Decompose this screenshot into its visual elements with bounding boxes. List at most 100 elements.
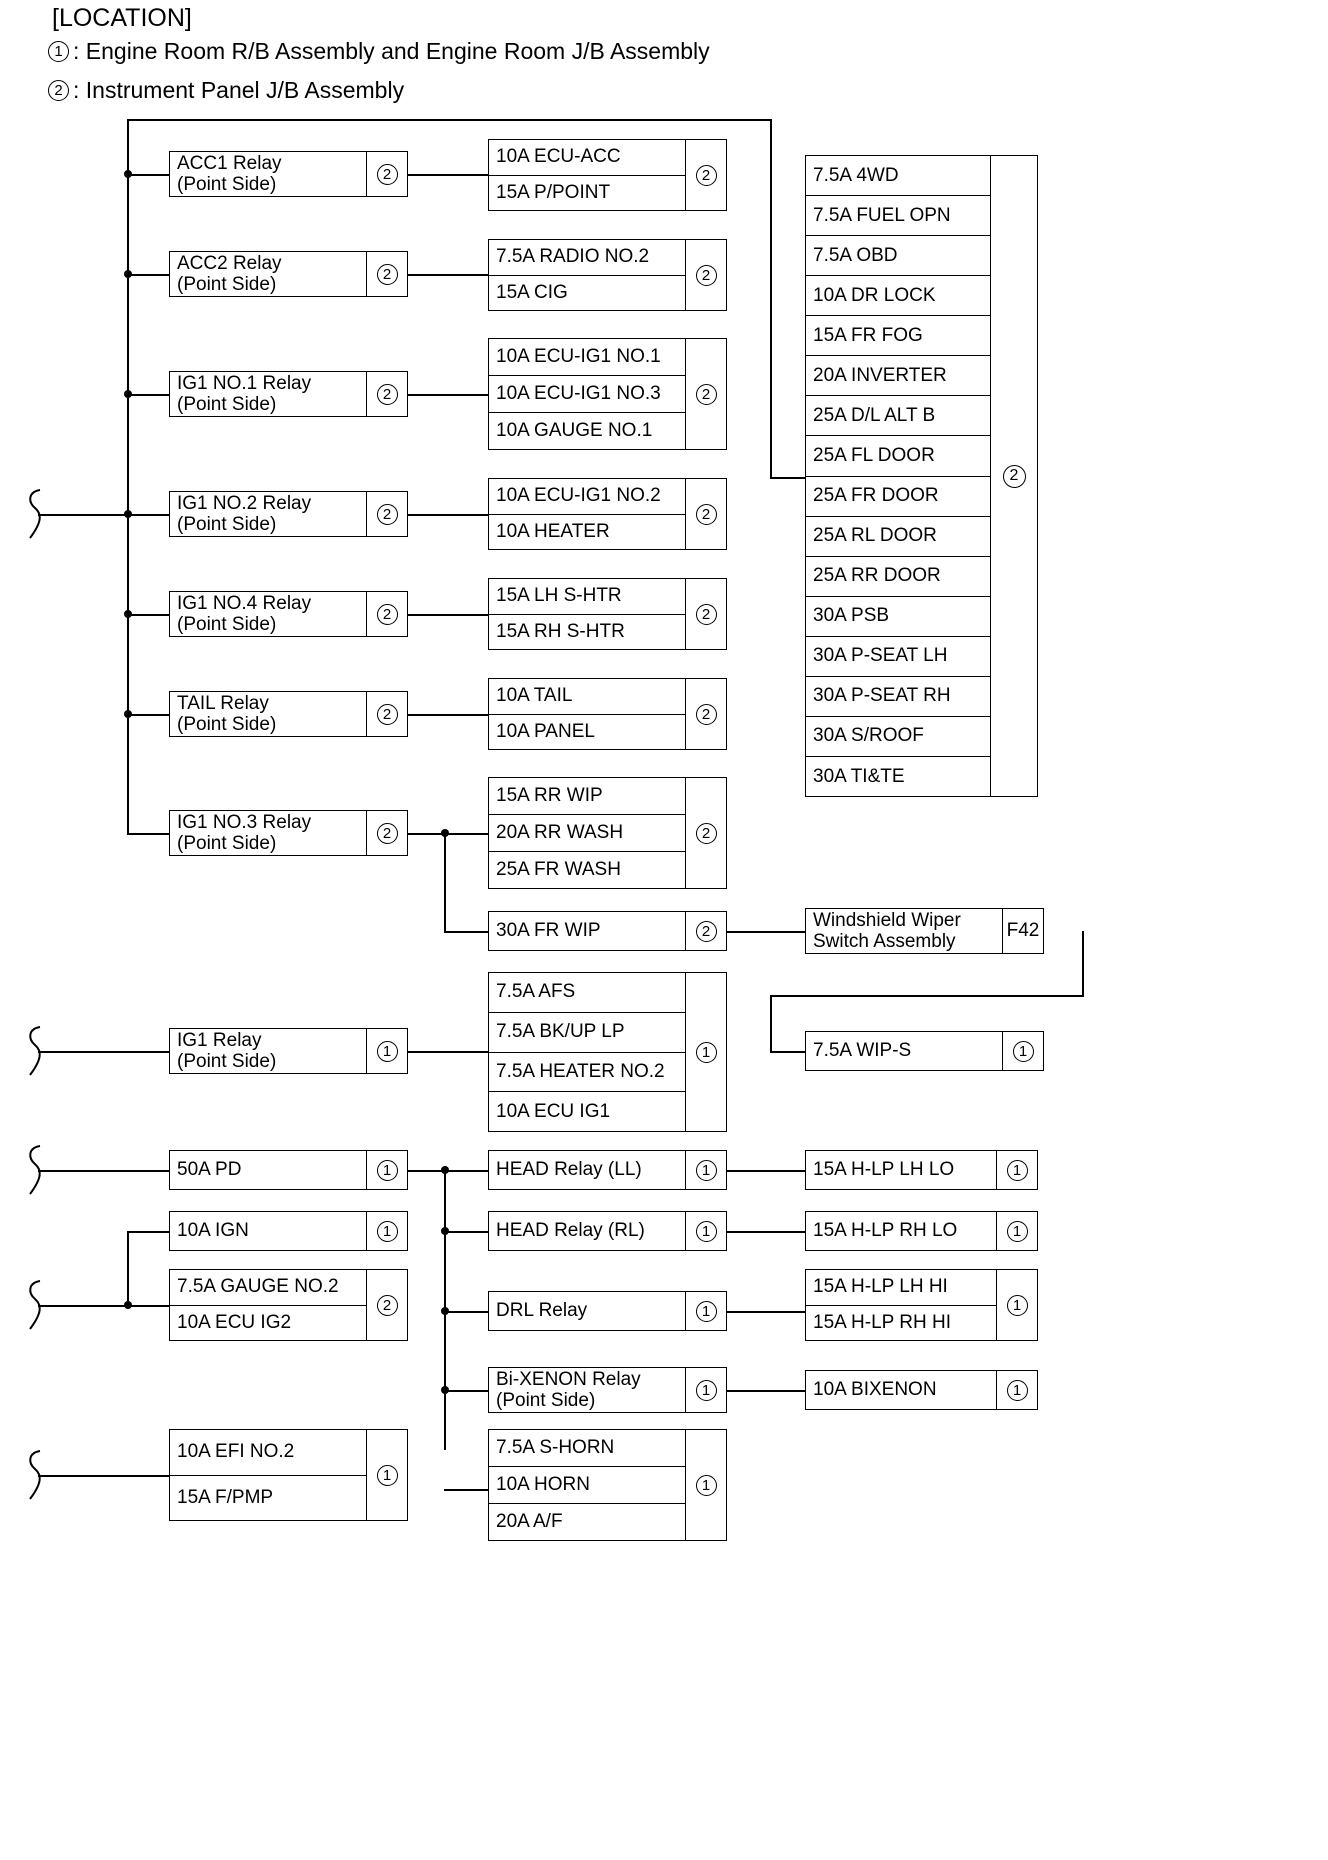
- relay-name: TAIL Relay: [177, 692, 269, 714]
- relay-box-ig1-no3[interactable]: IG1 NO.3 Relay (Point Side) 2: [169, 810, 408, 856]
- fuse-group-fr-wip[interactable]: 30A FR WIP 2: [488, 911, 727, 951]
- fuse-item: 15A CIG: [496, 281, 568, 303]
- relay-name: IG1 NO.1 Relay: [177, 372, 312, 394]
- legend-item-1: 1 : Engine Room R/B Assembly and Engine …: [48, 38, 710, 65]
- relay-name: ACC2 Relay: [177, 252, 282, 274]
- location-tag-icon: 2: [1002, 464, 1026, 488]
- fuse-box-wip-s[interactable]: 7.5A WIP-S 1: [805, 1031, 1044, 1071]
- ip-jb-fuse-column[interactable]: 7.5A 4WD 7.5A FUEL OPN 7.5A OBD 10A DR L…: [805, 155, 1038, 797]
- legend-item-2: 2 : Instrument Panel J/B Assembly: [48, 77, 404, 104]
- fuse-item: 20A RR WASH: [489, 815, 685, 852]
- fuse-item: 7.5A WIP-S: [813, 1040, 912, 1062]
- fuse-item: 30A TI&TE: [813, 765, 905, 787]
- fuse-box-10a-ign[interactable]: 10A IGN 1: [169, 1211, 408, 1251]
- location-tag-icon: 2: [695, 920, 717, 942]
- wire-acc1-to-fuses: [408, 174, 488, 176]
- fuse-item: 15A RH S-HTR: [496, 620, 625, 642]
- fuse-item: 25A RR DOOR: [806, 557, 990, 597]
- harness-break-2-icon: [29, 1026, 41, 1076]
- fuse-box-50a-pd[interactable]: 50A PD 1: [169, 1150, 408, 1190]
- fuse-box-hlp-rh-lo[interactable]: 15A H-LP RH LO 1: [805, 1211, 1038, 1251]
- fuse-item: 15A H-LP LH HI: [806, 1270, 996, 1306]
- wire-ig1n3-branch-drop: [444, 833, 446, 932]
- fuse-item: 10A ECU-ACC: [489, 140, 685, 176]
- fuse-item: 10A BIXENON: [813, 1379, 937, 1401]
- relay-name: IG1 Relay: [177, 1029, 262, 1051]
- wire-acc2-to-fuses: [408, 274, 488, 276]
- location-tag-icon: 2: [376, 1294, 398, 1316]
- wire-efi-feed: [38, 1475, 169, 1477]
- location-tag-icon: 2: [376, 503, 398, 525]
- relay-box-tail[interactable]: TAIL Relay (Point Side) 2: [169, 691, 408, 737]
- fuse-box-bixenon[interactable]: 10A BIXENON 1: [805, 1370, 1038, 1410]
- fuse-group-ig1-relay[interactable]: 7.5A AFS 7.5A BK/UP LP 7.5A HEATER NO.2 …: [488, 972, 727, 1132]
- wire-f42-drop: [1082, 931, 1084, 996]
- location-tag-icon: 1: [695, 1159, 717, 1181]
- fuse-item: 30A P-SEAT RH: [806, 677, 990, 717]
- wire-top-rail-right-drop: [770, 119, 772, 479]
- relay-box-ig1-no1[interactable]: IG1 NO.1 Relay (Point Side) 2: [169, 371, 408, 417]
- fuse-group-ig1-no1[interactable]: 10A ECU-IG1 NO.1 10A ECU-IG1 NO.3 10A GA…: [488, 338, 727, 450]
- location-tag-icon: 2: [695, 503, 717, 525]
- fuse-item: 15A P/POINT: [496, 181, 611, 203]
- relay-box-ig1-no4[interactable]: IG1 NO.4 Relay (Point Side) 2: [169, 591, 408, 637]
- fuse-box-hlp-lh-lo[interactable]: 15A H-LP LH LO 1: [805, 1150, 1038, 1190]
- relay-subtitle: (Point Side): [496, 1390, 596, 1411]
- location-tag-icon: 2: [695, 164, 717, 186]
- fuse-group-hlp-hi[interactable]: 15A H-LP LH HI 15A H-LP RH HI 1: [805, 1269, 1038, 1341]
- wire-spine-stub-acc2: [127, 274, 169, 276]
- location-tag-icon: 2: [695, 822, 717, 844]
- wire-ig1-relay-to-fuses: [408, 1051, 488, 1053]
- relay-name: IG1 NO.3 Relay: [177, 811, 312, 833]
- relay-box-bi-xenon[interactable]: Bi-XENON Relay (Point Side) 1: [488, 1367, 727, 1413]
- relay-box-acc2[interactable]: ACC2 Relay (Point Side) 2: [169, 251, 408, 297]
- fuse-group-efi[interactable]: 10A EFI NO.2 15A F/PMP 1: [169, 1429, 408, 1521]
- fuse-group-acc1[interactable]: 10A ECU-ACC 15A P/POINT 2: [488, 139, 727, 211]
- relay-box-ig1-no2[interactable]: IG1 NO.2 Relay (Point Side) 2: [169, 491, 408, 537]
- fuse-item: 10A GAUGE NO.1: [496, 420, 653, 442]
- fuse-group-gauge-no2[interactable]: 7.5A GAUGE NO.2 10A ECU IG2 2: [169, 1269, 408, 1341]
- fuse-item: 15A LH S-HTR: [489, 579, 685, 615]
- fuse-group-horn[interactable]: 7.5A S-HORN 10A HORN 20A A/F 1: [488, 1429, 727, 1541]
- fuse-item: 25A FL DOOR: [806, 436, 990, 477]
- wire-to-wips-fuse: [770, 1051, 805, 1053]
- fuse-item: 15A RR WIP: [489, 778, 685, 815]
- harness-break-3-icon: [29, 1145, 41, 1195]
- fuse-group-acc2[interactable]: 7.5A RADIO NO.2 15A CIG 2: [488, 239, 727, 311]
- fuse-item: 10A ECU IG1: [496, 1100, 611, 1122]
- fuse-group-ig1-no4[interactable]: 15A LH S-HTR 15A RH S-HTR 2: [488, 578, 727, 650]
- junction-ig1n4: [124, 610, 132, 618]
- fuse-group-ig1-no3[interactable]: 15A RR WIP 20A RR WASH 25A FR WASH 2: [488, 777, 727, 889]
- fuse-group-ig1-no2[interactable]: 10A ECU-IG1 NO.2 10A HEATER 2: [488, 478, 727, 550]
- harness-break-1-icon: [29, 489, 41, 539]
- legend-item-1-label: : Engine Room R/B Assembly and Engine Ro…: [73, 38, 710, 64]
- relay-subtitle: (Point Side): [177, 614, 277, 635]
- fuse-item: 15A H-LP RH LO: [813, 1220, 958, 1242]
- wire-lower-feed: [38, 1305, 128, 1307]
- location-tag-icon: 1: [1006, 1294, 1028, 1316]
- relay-subtitle: (Point Side): [177, 833, 277, 854]
- junction-bixenon: [441, 1386, 449, 1394]
- fuse-item: 15A FR FOG: [806, 316, 990, 357]
- relay-box-acc1[interactable]: ACC1 Relay (Point Side) 2: [169, 151, 408, 197]
- relay-box-head-rl[interactable]: HEAD Relay (RL) 1: [488, 1211, 727, 1251]
- fuse-group-tail[interactable]: 10A TAIL 10A PANEL 2: [488, 678, 727, 750]
- relay-subtitle: (Point Side): [177, 1051, 277, 1072]
- relay-box-ig1[interactable]: IG1 Relay (Point Side) 1: [169, 1028, 408, 1074]
- relay-box-head-ll[interactable]: HEAD Relay (LL) 1: [488, 1150, 727, 1190]
- wire-bus-to-drl: [444, 1311, 488, 1313]
- legend-item-2-label: : Instrument Panel J/B Assembly: [73, 77, 405, 103]
- relay-subtitle: (Point Side): [177, 714, 277, 735]
- wire-lower-left-spine: [127, 1231, 129, 1306]
- junction-head-ll: [441, 1166, 449, 1174]
- windshield-wiper-switch-assembly[interactable]: Windshield Wiper Switch Assembly F42: [805, 908, 1044, 954]
- fuse-item: 25A D/L ALT B: [806, 396, 990, 437]
- harness-break-5-icon: [29, 1450, 41, 1500]
- junction-drl: [441, 1307, 449, 1315]
- junction-ig1n2: [124, 510, 132, 518]
- wire-bus-to-head-rl: [444, 1231, 488, 1233]
- wire-spine-stub-tail: [127, 714, 169, 716]
- relay-box-drl[interactable]: DRL Relay 1: [488, 1291, 727, 1331]
- wire-top-rail: [127, 119, 772, 121]
